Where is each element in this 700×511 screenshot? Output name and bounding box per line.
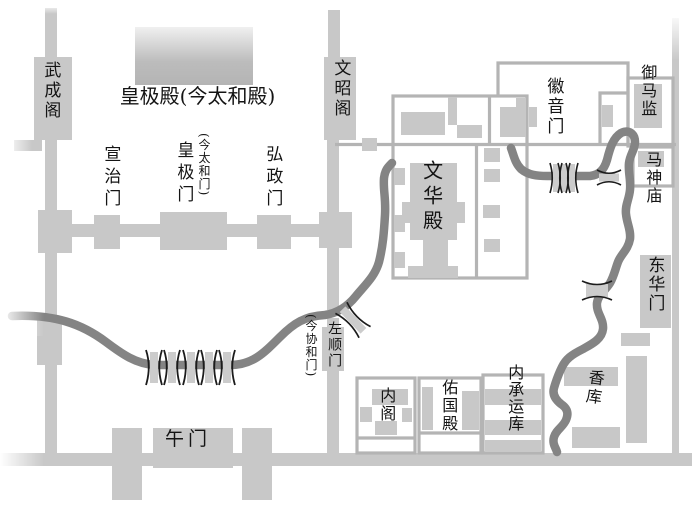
mashen-miao-hall <box>638 151 664 167</box>
label-wucheng-ge: 武成阁 <box>40 61 61 121</box>
corridor-block-2 <box>484 169 500 182</box>
east-strip-building <box>626 356 647 443</box>
wenhua-west-block-1 <box>394 168 405 185</box>
huangji-dian-hall <box>135 27 253 85</box>
label-zuoshun-men-note: (今协和门) <box>303 314 318 378</box>
wenhua-ne-room <box>500 107 520 137</box>
label-huangji-dian: 皇极殿(今太和殿) <box>119 84 276 108</box>
yuma-jian-hall <box>634 84 662 128</box>
south-wall <box>0 453 692 466</box>
label-nei-ge: 内阁 <box>377 387 397 423</box>
golden-water-river <box>7 127 640 457</box>
wenhua-west-block-2 <box>394 215 405 232</box>
west-wall-mid <box>45 140 57 212</box>
label-wu-men: 午门 <box>164 428 211 450</box>
corridor-block-1 <box>484 148 500 162</box>
youguo-dian-compound <box>417 376 483 455</box>
zuoshun-men-bridge <box>335 301 371 339</box>
nei-ge-hall <box>372 389 408 405</box>
walls-and-gates <box>0 8 692 500</box>
huiyin-se-room <box>598 91 628 146</box>
bridges <box>145 162 622 386</box>
label-mashen-miao: 马神庙 <box>643 151 663 205</box>
divider-wall-block <box>362 138 377 151</box>
corridor-block-3 <box>483 205 500 218</box>
label-donghua-men: 东华门 <box>644 256 665 313</box>
label-huangji-men: 皇极门 <box>173 141 194 207</box>
donghua-men-tower <box>640 255 671 328</box>
label-yuma-jian: 御马监 <box>638 64 658 118</box>
neichengyun-bar-2 <box>485 420 541 435</box>
wenhua-dian-hall <box>410 163 457 240</box>
xuanzhi-men-gate <box>94 215 120 249</box>
wenhua-north-bar <box>448 97 457 125</box>
huiyin-sw-block <box>529 107 537 127</box>
label-huangji-men-note: (今太和门) <box>196 133 211 197</box>
neichengyun-bar-1 <box>485 389 541 405</box>
east-block-small <box>621 333 650 346</box>
compound-outlines <box>335 61 676 455</box>
wenhua-north-hall <box>401 112 445 135</box>
river-east-court <box>506 127 640 457</box>
label-hongzheng-men: 弘政门 <box>262 145 283 211</box>
label-neichengyun-ku: 内承运库 <box>505 364 525 432</box>
southeast-block <box>572 427 620 448</box>
xiang-ku-hall <box>564 367 618 386</box>
label-zuoshun-men: 左顺门 <box>326 321 343 369</box>
nei-ge-block-w <box>360 407 372 422</box>
river-outer-court <box>7 158 397 370</box>
huiyin-se-block <box>602 105 613 127</box>
mashen-miao-bridge <box>596 169 622 186</box>
east-river-bridge <box>581 280 613 301</box>
edge-fades <box>0 4 684 470</box>
zuoshun-men-gate-block <box>322 327 344 371</box>
label-youguo-dian: 佑国殿 <box>439 379 459 433</box>
youguo-strip-e <box>462 391 479 430</box>
nei-ge-compound <box>355 376 417 455</box>
corridor-block-4 <box>484 239 500 252</box>
east-outer-wall <box>672 18 679 455</box>
nei-ge-block-e <box>402 408 412 422</box>
outer-court-five-bridges <box>145 349 236 386</box>
huangji-men-gate <box>160 212 227 250</box>
label-huiyin-men: 徽音门 <box>543 77 564 137</box>
wenhua-west-block-3 <box>394 252 405 268</box>
neichengyun-ku-compound <box>481 373 545 455</box>
inner-east-wall-upper <box>327 248 339 310</box>
nei-ge-block-s <box>375 421 397 435</box>
west-wall-top <box>45 8 57 58</box>
label-xuanzhi-men: 宣治门 <box>100 145 121 211</box>
wenhua-dian-compound <box>391 94 529 280</box>
neichengyun-bar-3 <box>485 440 541 452</box>
building-blocks <box>360 84 671 452</box>
wenzhao-wall-top <box>328 10 340 58</box>
wenhua-dian-wing <box>402 202 465 223</box>
wenhua-dian-stem <box>423 240 448 267</box>
wucheng-ge-tower <box>34 57 72 140</box>
wenzhao-wall-mid <box>327 140 339 212</box>
east-wall-junction <box>319 212 352 248</box>
wenzhao-ge-tower <box>324 57 356 140</box>
hongzheng-men-gate <box>257 215 291 249</box>
wenhua-north-block <box>457 125 482 138</box>
east-three-bridges <box>549 162 579 194</box>
youguo-strip-w <box>422 387 433 430</box>
label-wenzhao-ge: 文昭阁 <box>330 59 351 119</box>
wenhua-dian-base <box>408 266 458 278</box>
label-wenhua-dian: 文华殿 <box>419 160 444 235</box>
wenhua-ne-bar <box>516 98 526 137</box>
